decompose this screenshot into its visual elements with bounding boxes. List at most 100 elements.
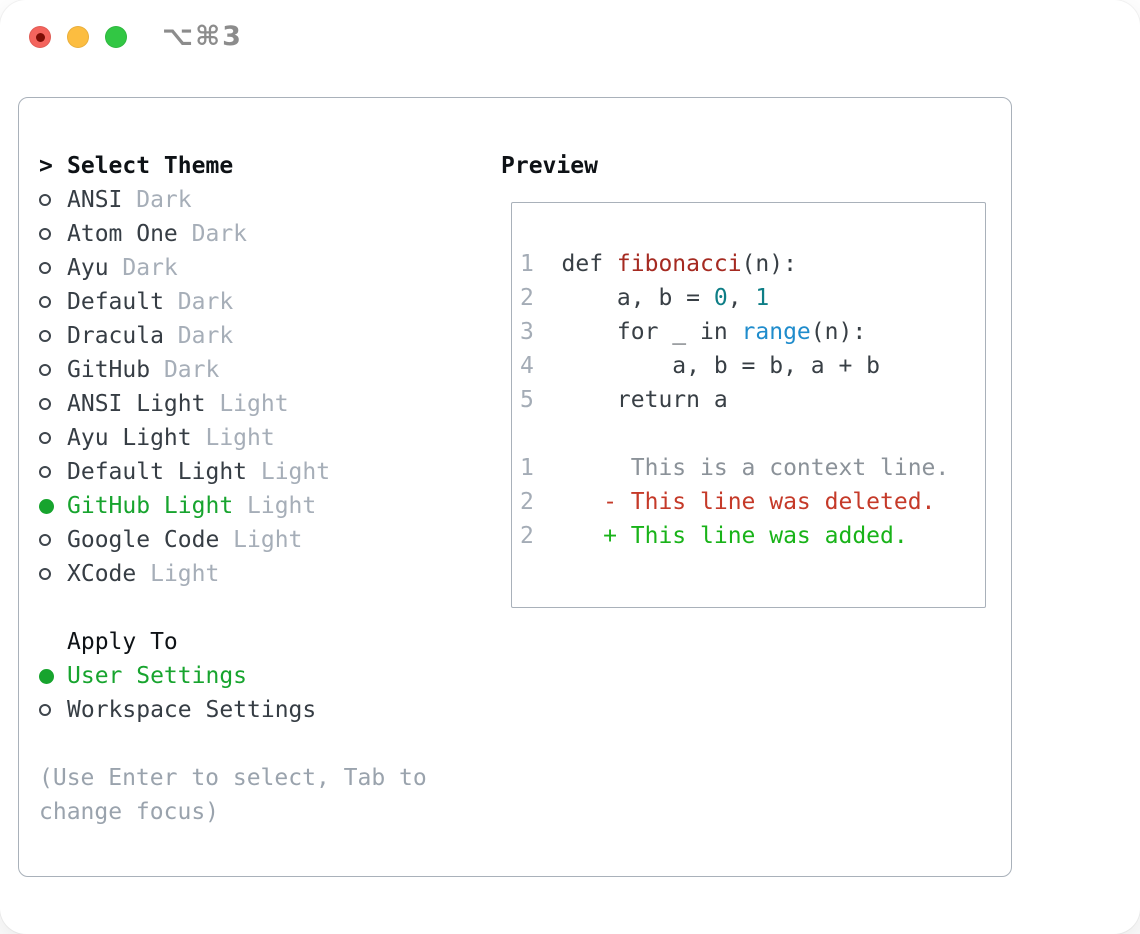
code-token: , [727,285,756,311]
focus-caret-icon: > [39,153,53,179]
apply-to-header-label: Apply To [67,629,178,655]
theme-option[interactable]: Google Code Light [39,523,489,557]
preview-code-line: 2 - This line was deleted. [520,485,985,519]
code-token: 0 [713,285,728,311]
code-token: fibonacci [616,251,742,277]
line-number: 1 [520,455,534,481]
radio-icon [39,466,51,478]
preview-code-line: 2 + This line was added. [520,519,985,553]
preview-code-line [520,417,985,451]
theme-variant-label: Light [233,527,303,553]
theme-option-label: Atom One [67,221,178,247]
minimize-button[interactable] [67,26,89,48]
apply-to-header: Apply To [39,625,489,659]
radio-selected-icon [39,498,54,514]
theme-option-label: GitHub [67,357,151,383]
line-number: 3 [520,319,534,345]
apply-target-option-label: User Settings [67,663,248,689]
window-title: ⌥⌘3 [162,21,243,52]
code-token: range [741,319,811,345]
line-number: 2 [520,489,534,515]
theme-option[interactable]: Default Dark [39,285,489,319]
theme-variant-label: Dark [177,289,234,315]
code-token: This is a context line. [561,455,950,481]
code-token: 1 [755,285,770,311]
code-token: - This line was deleted. [561,489,936,515]
theme-option-label: Dracula [67,323,164,349]
preview-code-line: 1 This is a context line. [520,451,985,485]
theme-option[interactable]: Default Light Light [39,455,489,489]
radio-icon [39,432,51,444]
apply-target-option[interactable]: Workspace Settings [39,693,489,727]
theme-option-label: Default [67,289,164,315]
apply-target-option-label: Workspace Settings [67,697,317,723]
code-token: return a [561,387,728,413]
radio-icon [39,296,51,308]
radio-icon [39,262,51,274]
radio-icon [39,330,51,342]
theme-variant-label: Light [260,459,331,485]
radio-icon [39,228,51,240]
code-token: (n): [810,319,867,345]
theme-option-label: Default Light [67,459,248,485]
theme-option-label: GitHub Light [67,493,234,519]
preview-code-line: 2 a, b = 0, 1 [520,281,985,315]
code-token: a, b = [561,285,714,311]
preview-header: Preview [501,153,598,179]
radio-icon [39,398,51,410]
radio-icon [39,194,51,206]
theme-option-label: Ayu [67,255,109,281]
theme-option-label: XCode [67,561,137,587]
preview-code-line: 4 a, b = b, a + b [520,349,985,383]
apply-target-option[interactable]: User Settings [39,659,489,693]
close-modified-dot-icon [35,32,45,42]
theme-variant-label: Dark [191,221,248,247]
radio-icon [39,364,51,376]
select-theme-header: > Select Theme [39,149,489,183]
theme-option[interactable]: Ayu Light Light [39,421,489,455]
theme-option-label: ANSI Light [67,391,206,417]
radio-icon [39,704,51,716]
radio-icon [39,534,51,546]
preview-code-line: 5 return a [520,383,985,417]
code-token: (n): [741,251,797,277]
theme-option[interactable]: Atom One Dark [39,217,489,251]
line-number: 1 [520,251,534,277]
theme-option[interactable]: ANSI Light Light [39,387,489,421]
theme-option[interactable]: GitHub Light Light [39,489,489,523]
line-number: 4 [520,353,534,379]
titlebar: ⌥⌘3 [0,0,1140,72]
theme-option-label: Ayu Light [67,425,192,451]
preview-code-line: 3 for _ in range(n): [520,315,985,349]
line-number: 5 [520,387,534,413]
theme-variant-label: Light [205,425,275,451]
theme-variant-label: Dark [163,357,220,383]
theme-variant-label: Dark [122,255,178,281]
code-token: def [561,251,617,277]
theme-variant-label: Light [247,493,317,519]
line-number: 2 [520,523,534,549]
theme-option-label: ANSI [67,187,123,213]
theme-option[interactable]: GitHub Dark [39,353,489,387]
keyboard-hint: (Use Enter to select, Tab to change focu… [39,765,427,825]
theme-option[interactable]: Ayu Dark [39,251,489,285]
line-number: 2 [520,285,534,311]
code-token: + This line was added. [561,523,908,549]
preview-code-line: 1 def fibonacci(n): [520,247,985,281]
theme-variant-label: Light [219,391,289,417]
close-button[interactable] [29,26,51,48]
radio-icon [39,568,51,580]
code-token: a, b = b, a + b [561,353,881,379]
zoom-button[interactable] [105,26,127,48]
radio-selected-icon [39,668,54,684]
theme-option-label: Google Code [67,527,220,553]
